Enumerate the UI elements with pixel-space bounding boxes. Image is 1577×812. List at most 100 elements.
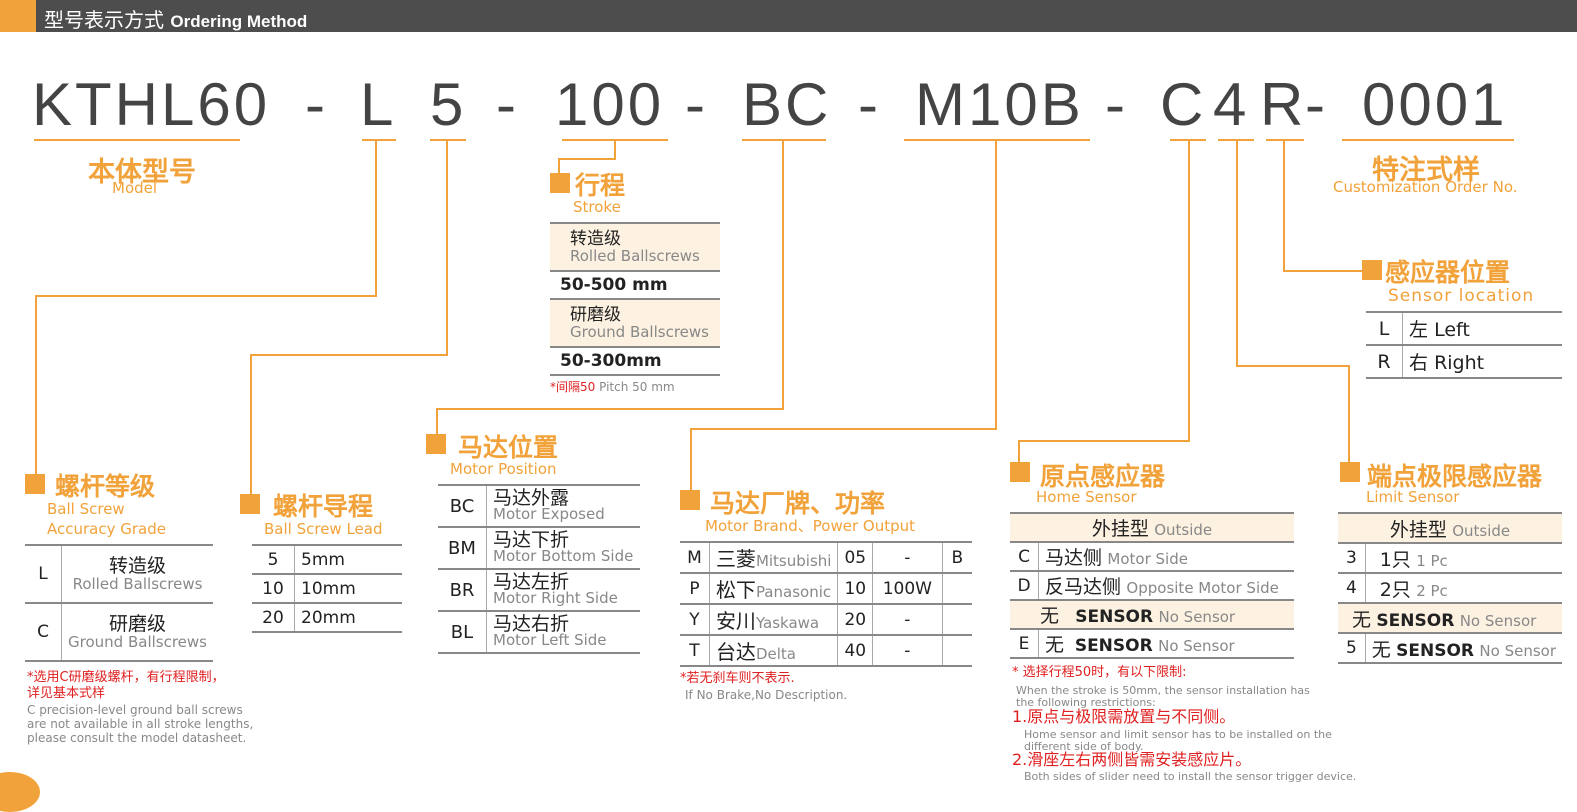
stroke-marker: [550, 173, 570, 193]
home-cn-d: 反马达侧: [1045, 576, 1122, 598]
home-head-cn: 外挂型: [1091, 518, 1149, 540]
grade-code-c: C: [25, 603, 63, 662]
header-bar: 型号表示方式 Ordering Method: [0, 0, 1577, 32]
underline-model: [34, 139, 240, 141]
sensorloc-en-l: Left: [1434, 319, 1470, 341]
limit-en-5: No Sensor: [1479, 641, 1556, 660]
stroke-ground-en: Ground Ballscrews: [570, 323, 709, 341]
lead-val-10: 10mm: [294, 574, 402, 604]
pos-cn-bl: 马达右折: [493, 613, 570, 635]
lead-code-10: 10: [252, 574, 295, 604]
home-en-e: No Sensor: [1158, 637, 1235, 655]
grade-note-red-2: 详见基本式样: [27, 686, 106, 701]
code-custom: 0001: [1362, 71, 1508, 138]
home-note-5: different side of body.: [1024, 740, 1144, 753]
stroke-note-red: *间隔50: [550, 380, 596, 394]
pos-en-bl: Motor Left Side: [493, 631, 607, 649]
home-code-c: C: [1010, 542, 1039, 572]
header-title-cn: 型号表示方式: [44, 8, 164, 32]
home-code-e: E: [1010, 629, 1039, 659]
pos-cn-bm: 马达下折: [493, 529, 570, 551]
home-s-none-1: SENSOR: [1075, 607, 1154, 627]
grade-code-l: L: [25, 545, 63, 604]
motor-marker: [680, 490, 700, 510]
code-motor: M10B: [915, 71, 1084, 138]
pos-code-bc: BC: [438, 485, 487, 528]
lead-code-20: 20: [252, 603, 295, 633]
pos-subtitle: Motor Position: [450, 460, 557, 478]
sensorloc-marker: [1362, 260, 1382, 280]
grade-cn-c: 研磨级: [109, 613, 167, 635]
motor-p-20: 20: [837, 604, 874, 636]
motor-code-t: T: [680, 635, 710, 667]
limit-code-3: 3: [1338, 543, 1366, 574]
code-sensor: R: [1260, 71, 1307, 138]
code-grade: L: [360, 71, 397, 138]
pos-code-bm: BM: [438, 527, 487, 570]
motor-w-10: 100W: [872, 573, 943, 605]
motor-code-m: M: [680, 542, 710, 574]
header-accent: [0, 0, 36, 32]
grade-note-1: C precision-level ground ball screws: [27, 703, 243, 717]
stroke-subtitle: Stroke: [573, 198, 621, 216]
model-subtitle: Model: [112, 179, 158, 197]
lead-title: 螺杆导程: [273, 492, 374, 521]
motor-en-m: Mitsubishi: [755, 552, 832, 570]
limit-cn-none-1: 无: [1352, 608, 1372, 631]
header-title: 型号表示方式 Ordering Method: [44, 4, 307, 33]
code-dash-6: -: [1305, 71, 1328, 138]
motor-cn-y: 安川: [715, 609, 756, 633]
custom-subtitle: Customization Order No.: [1333, 178, 1518, 196]
limit-cn-5: 无: [1371, 638, 1391, 661]
home-note-3: 1.原点与极限需放置与不同侧。: [1012, 707, 1236, 726]
home-en-none-1: No Sensor: [1158, 608, 1236, 626]
home-note-7: Both sides of slider need to install the…: [1024, 770, 1357, 783]
underline-motor: [904, 139, 1090, 141]
home-note-0: * 选择行程50时，有以下限制:: [1012, 665, 1187, 680]
pos-cn-bc: 马达外露: [493, 487, 570, 509]
home-s-e: SENSOR: [1074, 636, 1153, 656]
grade-note-3: please consult the model datasheet.: [27, 731, 247, 745]
motor-brake-b: B: [942, 542, 972, 574]
grade-marker: [25, 474, 45, 494]
lead-marker: [240, 494, 260, 514]
motor-title: 马达厂牌、功率: [710, 489, 886, 518]
motor-p-05: 05: [837, 542, 874, 574]
limit-s-5: SENSOR: [1396, 640, 1474, 661]
grade-note-red-1: *选用C研磨级螺杆，有行程限制，: [27, 670, 225, 685]
lead-val-5: 5mm: [294, 545, 402, 575]
grade-subtitle-2: Accuracy Grade: [47, 520, 166, 538]
pos-en-bm: Motor Bottom Side: [493, 547, 634, 565]
limit-head-en: Outside: [1452, 521, 1511, 540]
motor-subtitle: Motor Brand、Power Output: [705, 517, 916, 535]
motor-cn-p: 松下: [715, 578, 756, 602]
stroke-rolled-en: Rolled Ballscrews: [570, 247, 700, 265]
limit-en-4: 2 Pc: [1416, 581, 1448, 600]
motor-brake-t: [942, 635, 972, 667]
pos-code-br: BR: [438, 569, 487, 612]
code-dash-4: -: [858, 71, 881, 138]
motor-brake-y: [942, 604, 972, 636]
code-pos: BC: [742, 71, 832, 138]
limit-title: 端点极限感应器: [1367, 462, 1543, 491]
motor-w-40: -: [872, 635, 943, 667]
home-cn-e: 无: [1045, 634, 1065, 656]
home-note-4: Home sensor and limit sensor has to be i…: [1024, 728, 1332, 741]
limit-marker: [1340, 462, 1360, 482]
lead-val-20: 20mm: [294, 603, 402, 633]
motor-code-p: P: [680, 573, 710, 605]
home-en-d: Opposite Motor Side: [1126, 579, 1279, 597]
home-en-c: Motor Side: [1107, 550, 1188, 568]
motor-cn-t: 台达: [715, 640, 756, 664]
lead-subtitle: Ball Screw Lead: [264, 520, 383, 538]
pos-title: 马达位置: [458, 433, 559, 462]
code-home: C: [1160, 71, 1207, 138]
code-dash-3: -: [685, 71, 708, 138]
pos-marker: [426, 434, 446, 454]
